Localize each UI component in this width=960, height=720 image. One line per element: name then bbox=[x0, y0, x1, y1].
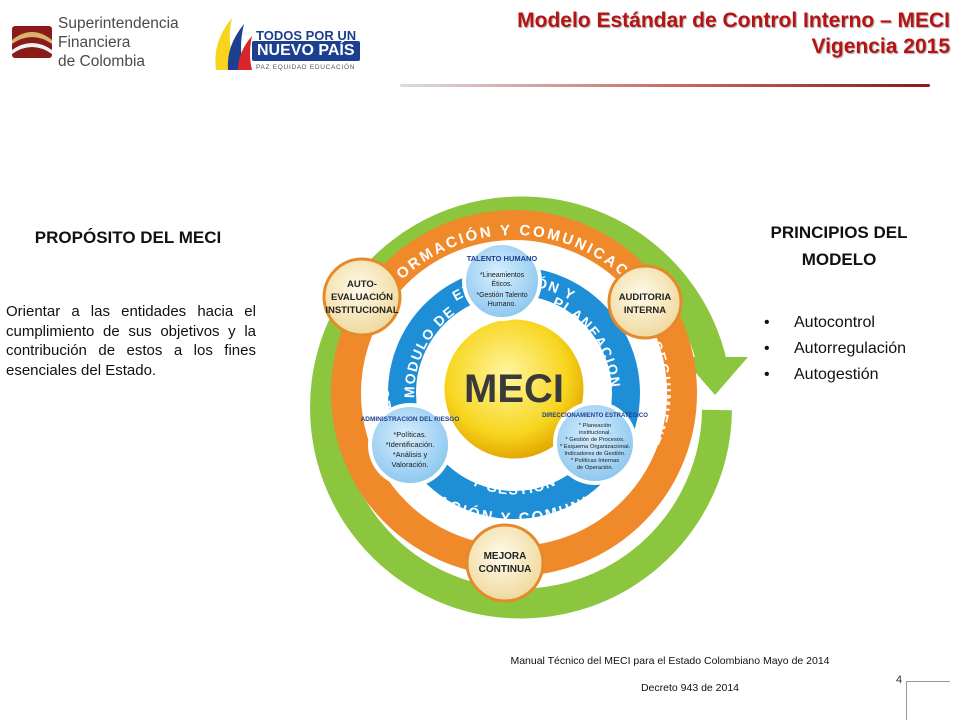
svg-text:institucional.: institucional. bbox=[579, 430, 611, 436]
sfc-logo: Superintendencia Financiera de Colombia bbox=[6, 12, 182, 70]
page-title-line1: Modelo Estándar de Control Interno – MEC… bbox=[517, 9, 950, 32]
svg-text:*Análisis y: *Análisis y bbox=[393, 450, 428, 459]
svg-text:*Políticas.: *Políticas. bbox=[393, 430, 426, 439]
svg-text:*Identificación.: *Identificación. bbox=[386, 440, 435, 449]
corner-line bbox=[906, 681, 907, 720]
outer-ring-green bbox=[310, 196, 732, 619]
sfc-logo-line: de Colombia bbox=[58, 53, 146, 70]
purpose-text: Orientar a las entidades hacia el cumpli… bbox=[6, 303, 256, 379]
sfc-logo-line: Superintendencia bbox=[58, 15, 179, 32]
principle-item: Autorregulación bbox=[764, 336, 906, 362]
title-underline bbox=[400, 84, 930, 87]
svg-text:AUTO-: AUTO- bbox=[347, 279, 377, 290]
svg-text:AUDITORIA: AUDITORIA bbox=[619, 292, 672, 303]
outer-ring-arrow-icon bbox=[682, 357, 748, 395]
node-administracion-riesgo: ADMINISTRACION DEL RIESGO *Políticas. *I… bbox=[361, 403, 460, 487]
node-mejora-continua: MEJORA CONTINUA bbox=[465, 523, 545, 603]
svg-text:* Gestión de Procesos.: * Gestión de Procesos. bbox=[565, 437, 625, 443]
svg-text:CONTINUA: CONTINUA bbox=[479, 564, 532, 575]
node-direccionamiento-estrategico: DIRECCIONAMIENTO ESTRATEGICO * Planeació… bbox=[542, 401, 648, 485]
principle-item: Autogestión bbox=[764, 362, 906, 388]
svg-text:ADMINISTRACION DEL RIESGO: ADMINISTRACION DEL RIESGO bbox=[361, 416, 460, 423]
purpose-heading: PROPÓSITO DEL MECI bbox=[34, 228, 222, 247]
svg-text:EVALUACIÓN: EVALUACIÓN bbox=[331, 291, 393, 303]
government-logo-line2: NUEVO PAÍS bbox=[252, 41, 360, 61]
svg-text:*Gestión Talento: *Gestión Talento bbox=[476, 292, 527, 299]
svg-text:Indicadores de Gestión.: Indicadores de Gestión. bbox=[564, 451, 626, 457]
svg-text:* Planeación: * Planeación bbox=[579, 423, 612, 429]
svg-text:INTERNA: INTERNA bbox=[624, 305, 666, 316]
colombia-flag-icon bbox=[215, 18, 252, 70]
government-logo: TODOS POR UN NUEVO PAÍS PAZ EQUIDAD EDUC… bbox=[210, 8, 396, 74]
government-logo-tagline: PAZ EQUIDAD EDUCACIÓN bbox=[256, 64, 356, 71]
svg-text:MEJORA: MEJORA bbox=[484, 551, 527, 562]
principles-list: Autocontrol Autorregulación Autogestión bbox=[764, 310, 906, 388]
page-title-line2: Vigencia 2015 bbox=[811, 35, 950, 58]
page-title: Modelo Estándar de Control Interno – MEC… bbox=[390, 8, 950, 60]
svg-text:INSTITUCIONAL: INSTITUCIONAL bbox=[325, 305, 399, 316]
principles-heading: PRINCIPIOS DEL MODELO bbox=[770, 223, 908, 269]
node-talento-humano: TALENTO HUMANO *Lineamientos Éticos. *Ge… bbox=[462, 241, 542, 321]
principle-item: Autocontrol bbox=[764, 310, 906, 336]
svg-text:Valoración.: Valoración. bbox=[392, 460, 429, 469]
node-autoevaluacion: AUTO- EVALUACIÓN INSTITUCIONAL bbox=[322, 257, 402, 337]
svg-text:de Operación.: de Operación. bbox=[577, 465, 614, 471]
source-citation: Manual Técnico del MECI para el Estado C… bbox=[510, 655, 830, 667]
svg-text:TALENTO HUMANO: TALENTO HUMANO bbox=[467, 254, 538, 263]
meci-center-label: MECI bbox=[464, 367, 564, 411]
svg-text:* Esquema Organizacional.: * Esquema Organizacional. bbox=[560, 444, 631, 450]
svg-text:DIRECCIONAMIENTO ESTRATEGICO: DIRECCIONAMIENTO ESTRATEGICO bbox=[542, 413, 648, 419]
svg-text:Éticos.: Éticos. bbox=[491, 279, 512, 288]
svg-text:* Políticas Internas: * Políticas Internas bbox=[571, 458, 619, 464]
sfc-logo-line: Financiera bbox=[58, 34, 131, 51]
meci-diagram: MECI INFORMACIÓN Y COMUNICACIÓN INFORMAC… bbox=[310, 196, 748, 619]
sfc-emblem-icon bbox=[12, 26, 52, 58]
node-auditoria-interna: AUDITORIA INTERNA bbox=[607, 264, 683, 340]
svg-text:*Lineamientos: *Lineamientos bbox=[480, 272, 525, 279]
government-logo-line1: TODOS POR UN bbox=[256, 28, 357, 43]
page-number: 4 bbox=[896, 674, 903, 686]
svg-text:Humano.: Humano. bbox=[488, 301, 516, 308]
decree-citation: Decreto 943 de 2014 bbox=[640, 682, 740, 694]
corner-line bbox=[906, 681, 950, 682]
